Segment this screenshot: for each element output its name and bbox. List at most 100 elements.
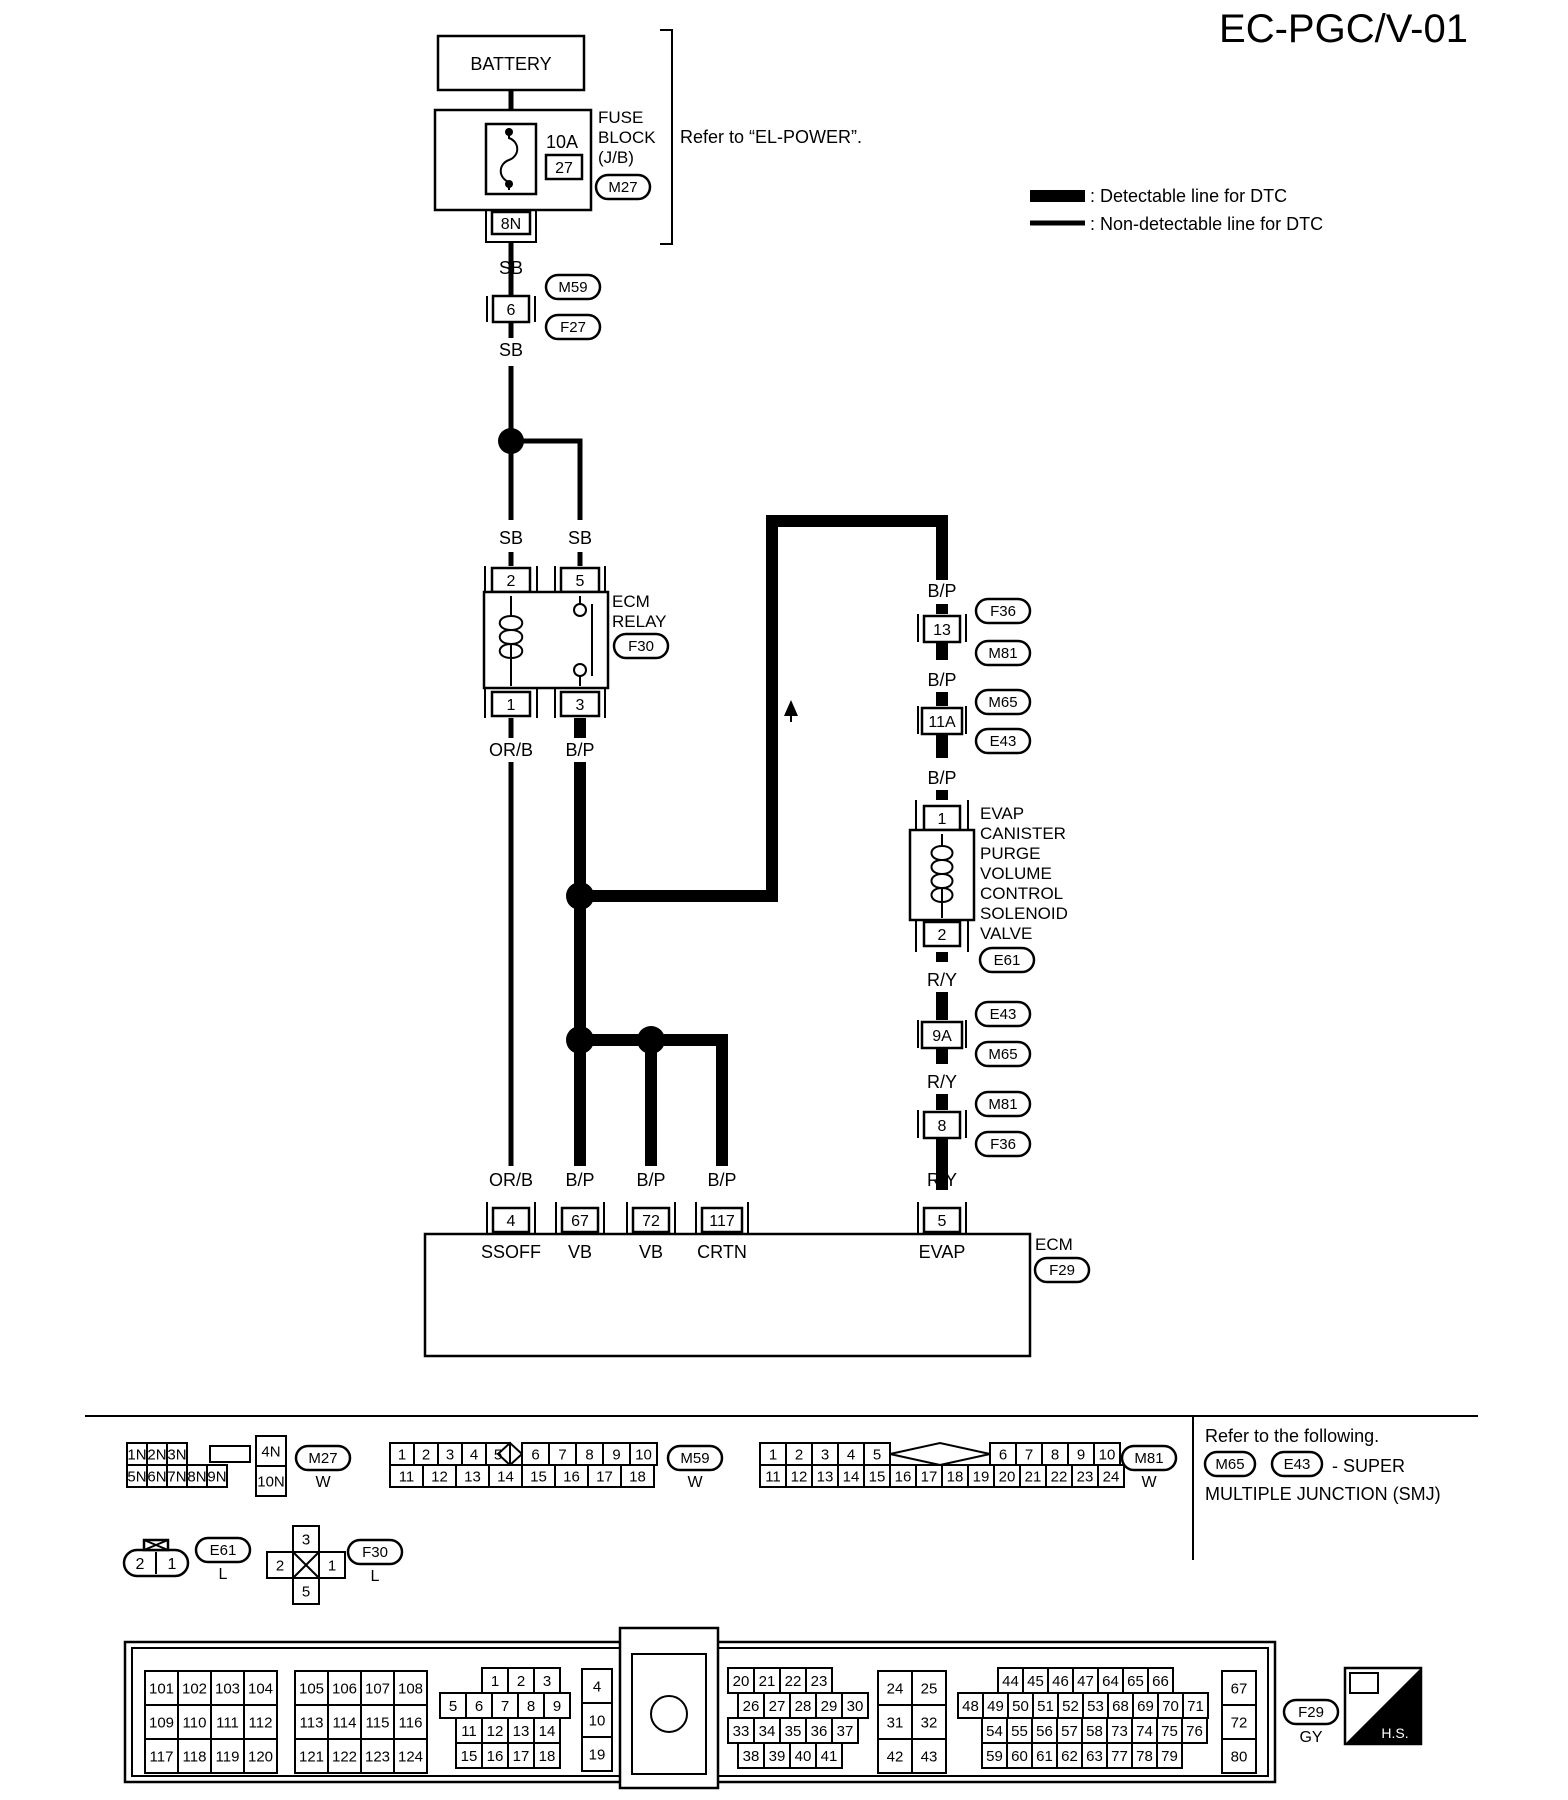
f29-view-color: GY xyxy=(1299,1729,1322,1746)
f29-pin-33-label: 33 xyxy=(733,1723,750,1740)
ecm-term117-pin: 117 xyxy=(709,1213,735,1230)
f29-pin-68-label: 68 xyxy=(1112,1698,1129,1715)
f29-center-boss xyxy=(618,1626,720,1790)
f29-pin-123-label: 123 xyxy=(365,1749,390,1766)
f29-pin-50-label: 50 xyxy=(1012,1698,1029,1715)
f29-pin-30-cell xyxy=(841,1692,869,1719)
ecm-term4-pin: 4 xyxy=(507,1213,516,1230)
evap-pin2-box xyxy=(922,920,962,948)
smj-note-badge-2 xyxy=(1270,1450,1324,1478)
m59-pin-7-label: 7 xyxy=(558,1447,566,1464)
e61-view-color: L xyxy=(219,1566,228,1583)
ecm-term5-pin: 5 xyxy=(938,1213,947,1230)
relay-pin5: 5 xyxy=(576,573,585,590)
f29-pin-112-label: 112 xyxy=(249,1715,273,1732)
f29-pin-105-label: 105 xyxy=(299,1681,324,1698)
ecm-term72-pin: 72 xyxy=(642,1213,660,1230)
f29-view-id: F29 xyxy=(1298,1704,1324,1721)
joint-f27-badge xyxy=(544,313,602,341)
wire-color-orb-2: OR/B xyxy=(489,1170,533,1190)
wire-bp-117 xyxy=(651,1034,728,1190)
joint-m59-bracket xyxy=(486,296,536,322)
evap-name-line-6: SOLENOID xyxy=(980,904,1068,923)
ecm-name: ECM xyxy=(1035,1235,1073,1254)
f29-pin-2-label: 2 xyxy=(517,1673,525,1690)
ecm-term117-bracket xyxy=(695,1202,749,1234)
fuse-dot-top xyxy=(505,128,513,136)
f29-pin-46-label: 46 xyxy=(1052,1673,1069,1690)
m27-pin-9N-cell xyxy=(206,1464,228,1488)
wire-bp-evap-path xyxy=(580,515,948,902)
m27-pin-9N-label: 9N xyxy=(207,1469,226,1486)
evap-name-line-2: CANISTER xyxy=(980,824,1066,843)
m81-pin-17-label: 17 xyxy=(921,1469,938,1486)
m59-pin-14-label: 14 xyxy=(497,1469,514,1486)
fuse-connector-id: M27 xyxy=(608,179,637,196)
f29-pin-57-label: 57 xyxy=(1061,1723,1078,1740)
m27-pin-1N-label: 1N xyxy=(127,1447,146,1464)
f29-pin-55-label: 55 xyxy=(1011,1723,1028,1740)
f30-pin-2-label: 2 xyxy=(276,1558,284,1575)
m59-pin-15-label: 15 xyxy=(530,1469,547,1486)
joint-m59-f27: 6 M59 F27 xyxy=(486,273,602,341)
label-mask-bp-67 xyxy=(556,1166,604,1192)
joint-m81b-badge xyxy=(974,1090,1032,1118)
ecm-term67-box xyxy=(560,1206,600,1234)
f29-pin-109-label: 109 xyxy=(149,1715,174,1732)
f29-pin-13-cell xyxy=(507,1717,535,1744)
joint-f36-pin-box xyxy=(922,614,962,644)
refer-bracket xyxy=(660,29,673,245)
ecm-body xyxy=(423,1232,1032,1358)
f29-pin-9-cell xyxy=(543,1692,571,1719)
f29-pin-49-label: 49 xyxy=(987,1698,1004,1715)
f29-pin-25-label: 25 xyxy=(921,1681,938,1698)
hs-plug-icon xyxy=(1349,1672,1379,1694)
f29-pin-3-label: 3 xyxy=(543,1673,551,1690)
f29-pin-45-label: 45 xyxy=(1027,1673,1044,1690)
f29-pin-23-cell xyxy=(805,1667,833,1694)
joint-m59-badge xyxy=(544,273,602,301)
fuse-connector-badge xyxy=(594,173,652,201)
f29-pin-5-label: 5 xyxy=(449,1698,457,1715)
f29-pin-106-label: 106 xyxy=(332,1681,357,1698)
f29-pin-56-label: 56 xyxy=(1036,1723,1053,1740)
f29-pin-116-label: 116 xyxy=(399,1715,423,1732)
f29-pin-113-label: 113 xyxy=(300,1715,324,1732)
relay-contact-top xyxy=(573,603,587,617)
f29-pin-103-label: 103 xyxy=(215,1681,240,1698)
m81-pin-5-label: 5 xyxy=(873,1447,881,1464)
m59-view-color: W xyxy=(687,1474,703,1491)
f29-pin-71-label: 71 xyxy=(1187,1698,1204,1715)
e61-latch-cross-icon xyxy=(143,1539,169,1551)
m27-view-id: M27 xyxy=(308,1450,337,1467)
f29-pin-64-cell xyxy=(1097,1667,1124,1694)
m81-pin-1-label: 1 xyxy=(769,1447,777,1464)
fuse-symbol-icon xyxy=(499,128,519,190)
label-mask-orb xyxy=(482,1166,540,1192)
f29-pin-36-label: 36 xyxy=(811,1723,828,1740)
relay-top-brackets xyxy=(484,566,606,592)
m81-pin-4-label: 4 xyxy=(847,1447,855,1464)
m59-pin-9-label: 9 xyxy=(612,1447,620,1464)
joint-f36-m81: 13 F36 M81 xyxy=(917,597,1032,667)
relay-pin2-box xyxy=(490,566,532,594)
f29-pin-114-label: 114 xyxy=(333,1715,357,1732)
m59-pin-10-label: 10 xyxy=(635,1447,652,1464)
f30-center-cross-icon xyxy=(292,1551,320,1579)
m81-pin-2-label: 2 xyxy=(795,1447,803,1464)
f29-pin-79-label: 79 xyxy=(1161,1748,1178,1765)
m81-key-diamond-icon xyxy=(889,1441,991,1467)
evap-top-bracket xyxy=(915,800,969,830)
m81-pin-6-label: 6 xyxy=(999,1447,1007,1464)
f29-pin-30-label: 30 xyxy=(847,1698,864,1715)
ecm-term5-box xyxy=(922,1206,962,1234)
f29-pin-120-cell xyxy=(243,1738,278,1774)
f29-pin-80-cell xyxy=(1221,1738,1257,1774)
diagram-title: EC-PGC/V-01 xyxy=(1219,7,1468,51)
f29-pin-66-cell xyxy=(1147,1667,1174,1694)
wire-color-orb-1: OR/B xyxy=(489,740,533,760)
relay-bottom-brackets xyxy=(484,688,606,718)
relay-connector-id: F30 xyxy=(628,638,654,655)
f29-pin-120-label: 120 xyxy=(248,1749,273,1766)
